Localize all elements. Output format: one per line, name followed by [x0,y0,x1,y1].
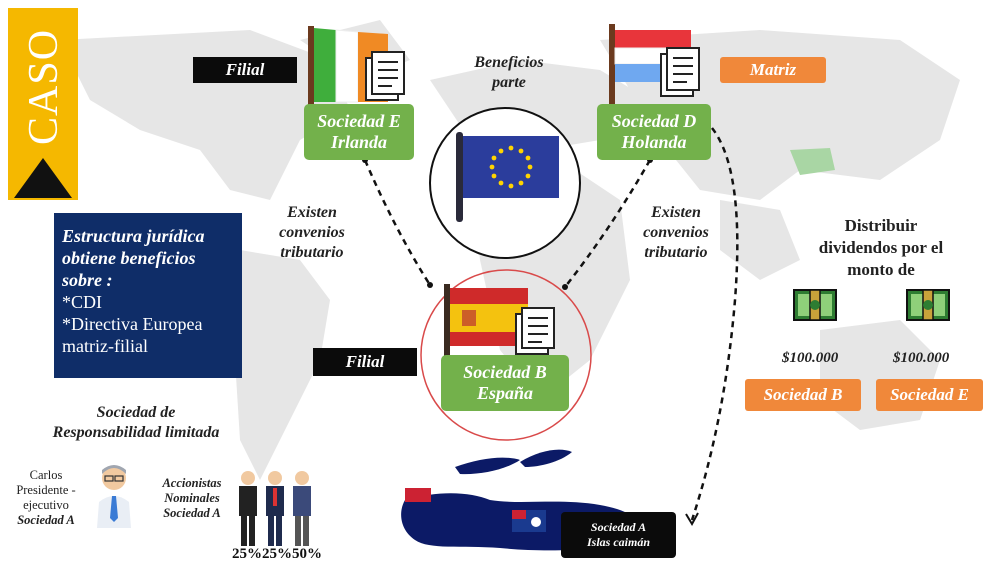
filial-label-top: Filial [193,57,297,83]
caso-banner: CASO [8,8,78,200]
shareholders-icon [239,471,311,546]
ireland-flag-icon [308,26,405,116]
convenios-left-label: Existen convenios tributario [279,204,345,261]
caso-title: CASO [21,28,67,146]
eu-flag-icon [456,132,559,222]
sociedad-d-box: Sociedad D Holanda [597,104,711,160]
distribuir-label: Distribuir dividendos por el monto de [818,216,944,279]
beneficios-label: Beneficios parte [474,54,544,91]
sociedad-e-box: Sociedad E Irlanda [304,104,414,160]
sociedad-e-button: Sociedad E [876,379,983,411]
carlos-label: Carlos Presidente - ejecutivo Sociedad A [16,468,76,527]
executive-avatar-icon [97,465,131,528]
money-icon [906,289,950,321]
matriz-label: Matriz [720,57,826,83]
estructura-box: Estructura jurídica obtiene beneficios s… [54,213,242,378]
spain-flag-icon [444,284,555,360]
amount-e: $100.000 [893,350,950,366]
accionistas-label: Accionistas Nominales Sociedad A [162,476,222,520]
amount-b: $100.000 [782,350,839,366]
convenios-right-label: Existen convenios tributario [643,204,709,261]
netherlands-flag-icon [609,24,700,116]
ownership-percentages: 25%25%50% [232,546,322,562]
sociedad-a-box: Sociedad A Islas caimán [561,512,676,558]
sociedad-b-button: Sociedad B [745,379,861,411]
money-icon [793,289,837,321]
srl-title: Sociedad de Responsabilidad limitada [52,404,220,441]
filial-label-mid: Filial [313,348,417,376]
sociedad-b-box: Sociedad B España [441,355,569,411]
triangle-icon [14,158,72,198]
